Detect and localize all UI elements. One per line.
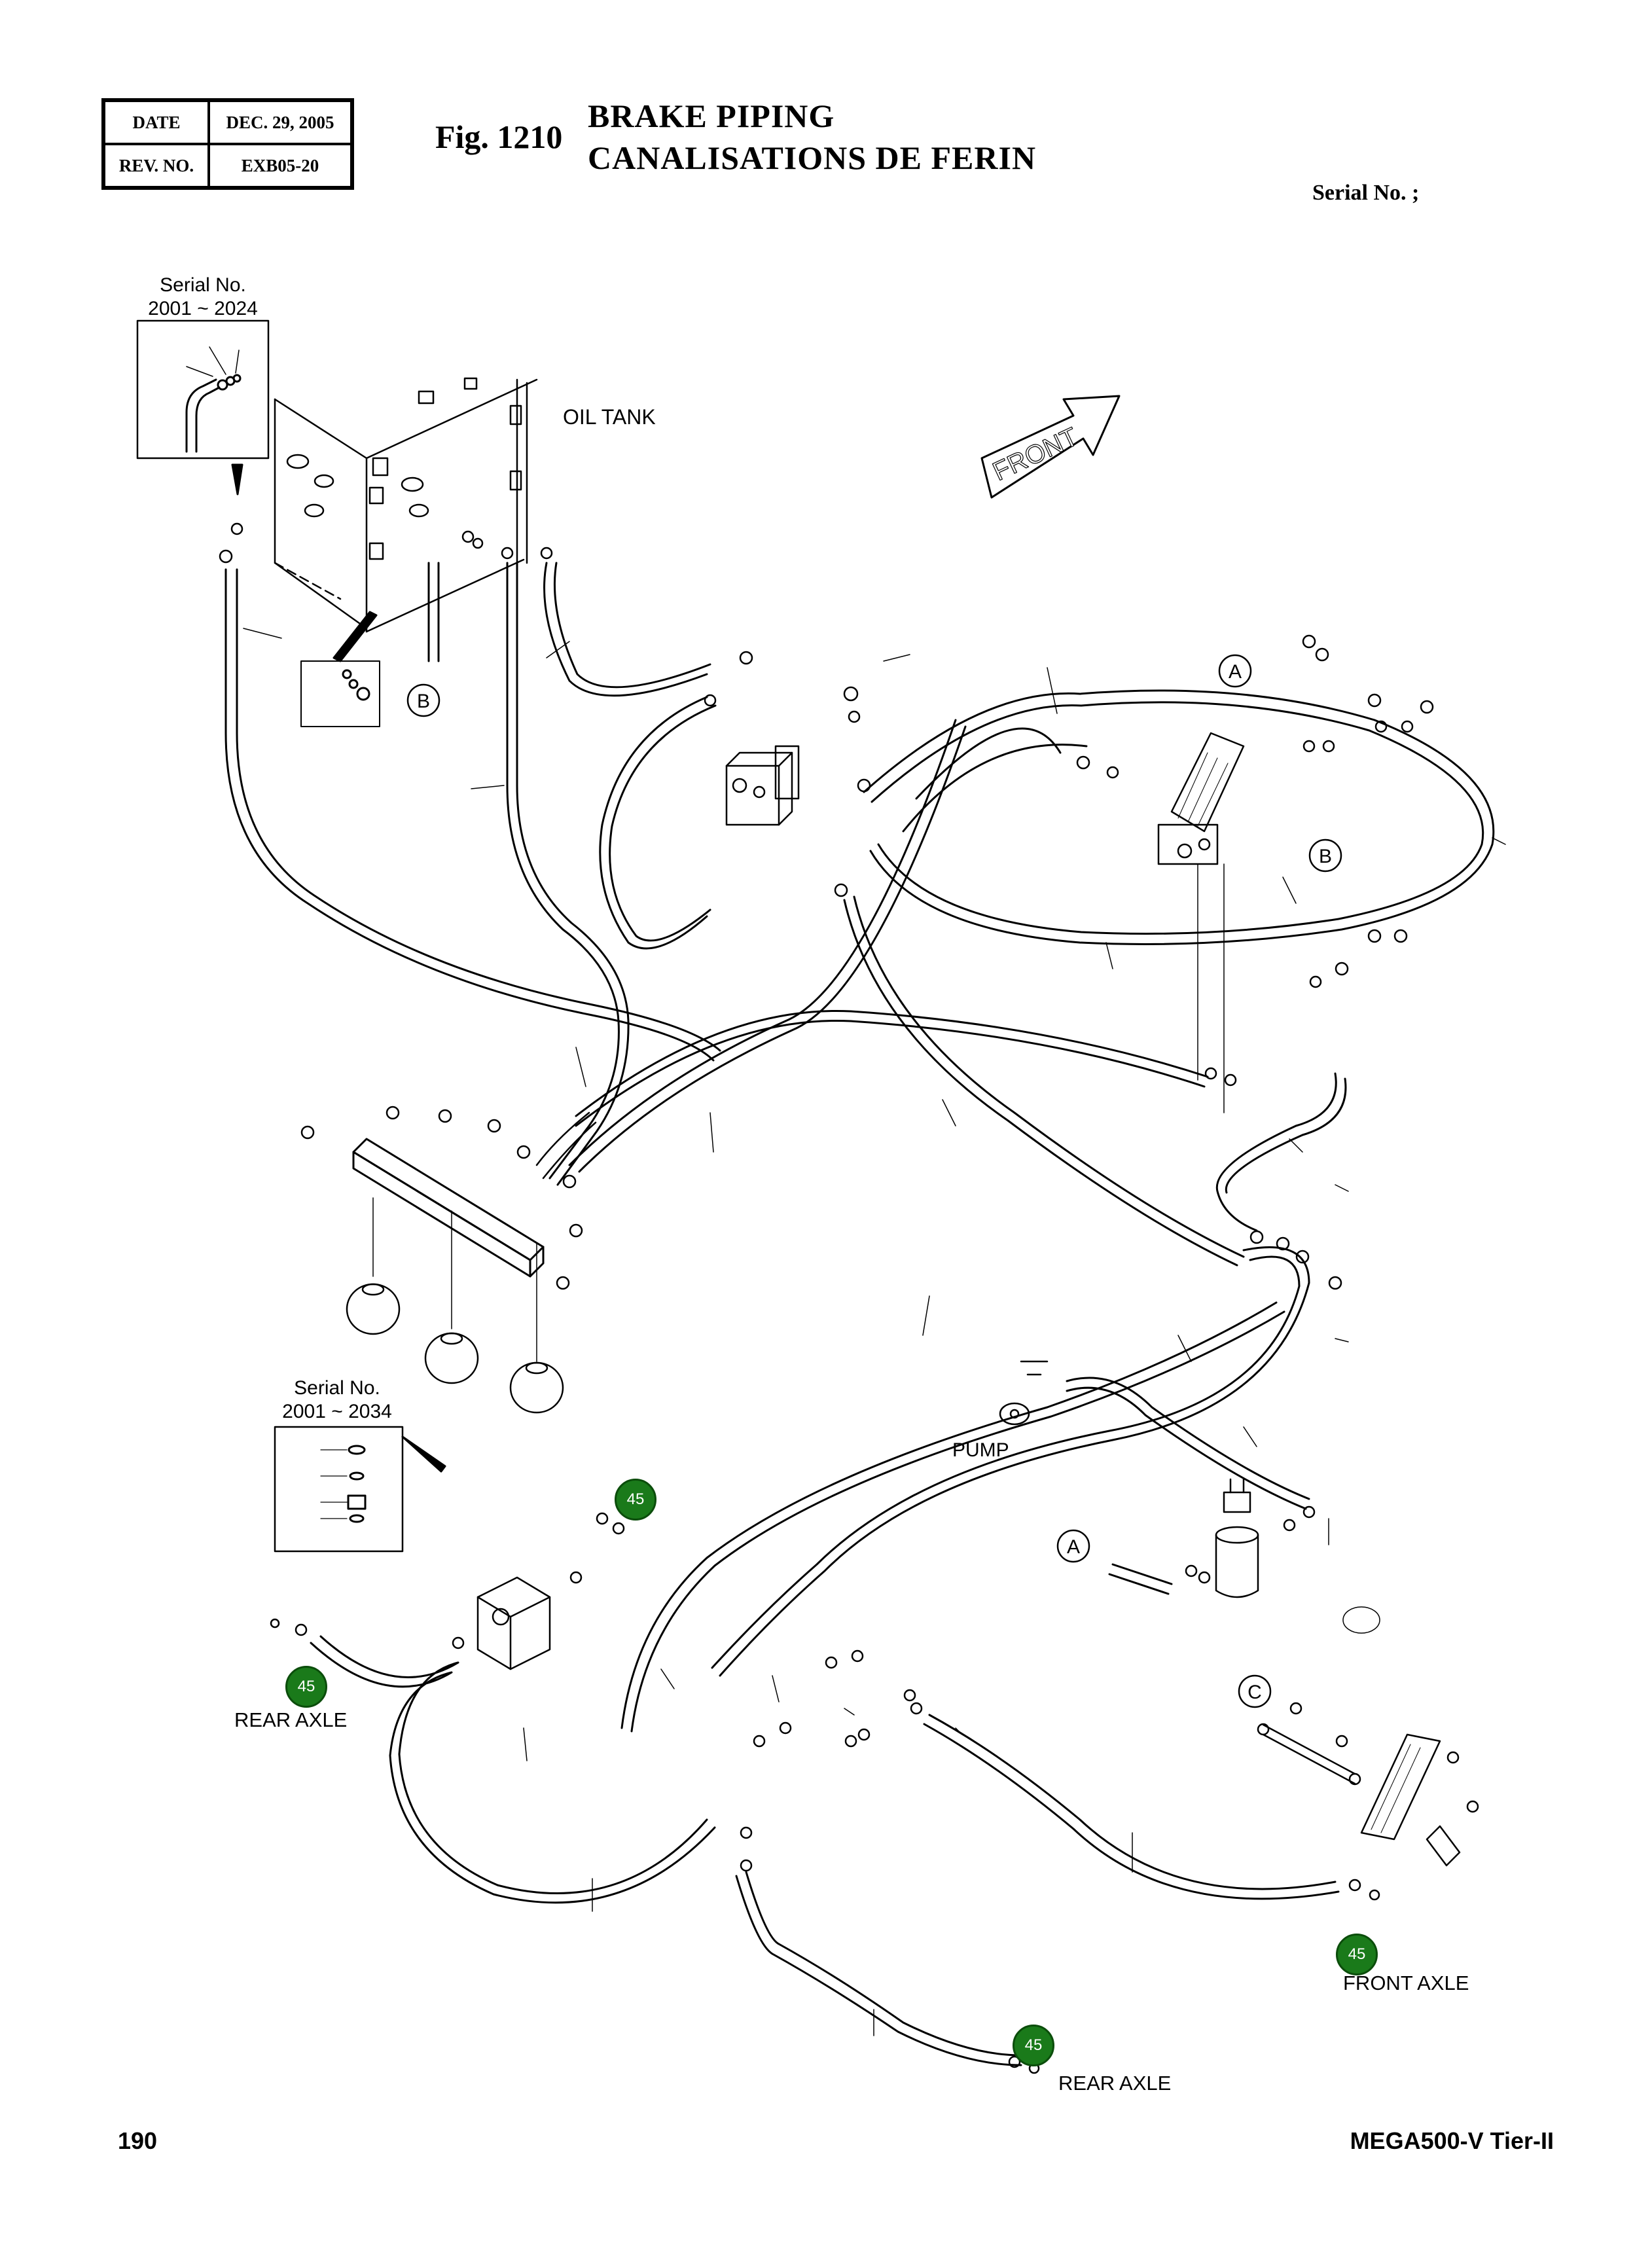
rev-value: EXB05-20 bbox=[209, 144, 351, 187]
svg-text:A: A bbox=[1067, 1536, 1080, 1558]
callout-b-left bbox=[406, 683, 440, 717]
oil-tank-label: OIL TANK bbox=[563, 405, 656, 429]
accumulators bbox=[346, 1197, 564, 1414]
leader-lines bbox=[243, 628, 1506, 2036]
item-badge-45-center: 45 bbox=[615, 1479, 656, 1521]
pump bbox=[999, 1360, 1049, 1426]
front-axle-label: FRONT AXLE bbox=[1343, 1972, 1469, 1994]
inset-box-mid bbox=[274, 1426, 404, 1553]
svg-text:C: C bbox=[1248, 1682, 1262, 1703]
parking-brake-pedal bbox=[1257, 1723, 1461, 1867]
brake-pedal-valve bbox=[1157, 732, 1245, 1113]
svg-text:B: B bbox=[417, 691, 430, 712]
model-name: MEGA500-V Tier-II bbox=[1350, 2127, 1554, 2154]
callout-b-right bbox=[1308, 838, 1342, 873]
item-badge-45-rear-bottom: 45 bbox=[1013, 2025, 1054, 2066]
title-english: BRAKE PIPING bbox=[588, 98, 835, 134]
title-french: CANALISATIONS DE FERIN bbox=[588, 139, 1037, 176]
filter bbox=[1215, 1478, 1380, 1634]
callouts bbox=[406, 654, 1342, 1708]
item-badge-45-front: 45 bbox=[1336, 1934, 1378, 1975]
callout-a-bottom bbox=[1056, 1529, 1090, 1563]
callout-c bbox=[1238, 1674, 1272, 1708]
date-label: DATE bbox=[104, 101, 209, 144]
revision-table: DATE DEC. 29, 2005 REV. NO. EXB05-20 bbox=[101, 98, 354, 190]
front-arrow bbox=[980, 395, 1121, 499]
svg-text:B: B bbox=[1319, 846, 1332, 867]
rear-axle-label-bottom: REAR AXLE bbox=[1058, 2072, 1172, 2095]
serial-number-header: Serial No. ; bbox=[1312, 181, 1420, 205]
page-number: 190 bbox=[118, 2127, 158, 2154]
manifold-bar bbox=[352, 1138, 545, 1278]
figure-number: Fig. 1210 bbox=[435, 118, 563, 155]
item-badge-45-rear-left: 45 bbox=[285, 1666, 327, 1708]
inset-box-top bbox=[136, 319, 270, 459]
inset-hose bbox=[185, 378, 217, 453]
brake-valve-block bbox=[725, 745, 800, 826]
oil-tank bbox=[274, 377, 538, 633]
svg-text:A: A bbox=[1229, 661, 1242, 683]
date-value: DEC. 29, 2005 bbox=[209, 101, 351, 144]
inset-top-serial: Serial No. 2001 ~ 2024 bbox=[148, 274, 258, 319]
fittings bbox=[219, 522, 1479, 2074]
callout-a-top bbox=[1218, 654, 1252, 688]
rev-label: REV. NO. bbox=[104, 144, 209, 187]
inset-pointer-top bbox=[231, 463, 243, 495]
hoses bbox=[224, 562, 1495, 2066]
relay-valve-block bbox=[476, 1576, 551, 1670]
rear-axle-label-left: REAR AXLE bbox=[234, 1708, 348, 1731]
pump-label: PUMP bbox=[952, 1439, 1009, 1461]
inset-mid-serial: Serial No. 2001 ~ 2034 bbox=[282, 1377, 392, 1422]
front-arrow-label: FRONT bbox=[988, 422, 1082, 486]
